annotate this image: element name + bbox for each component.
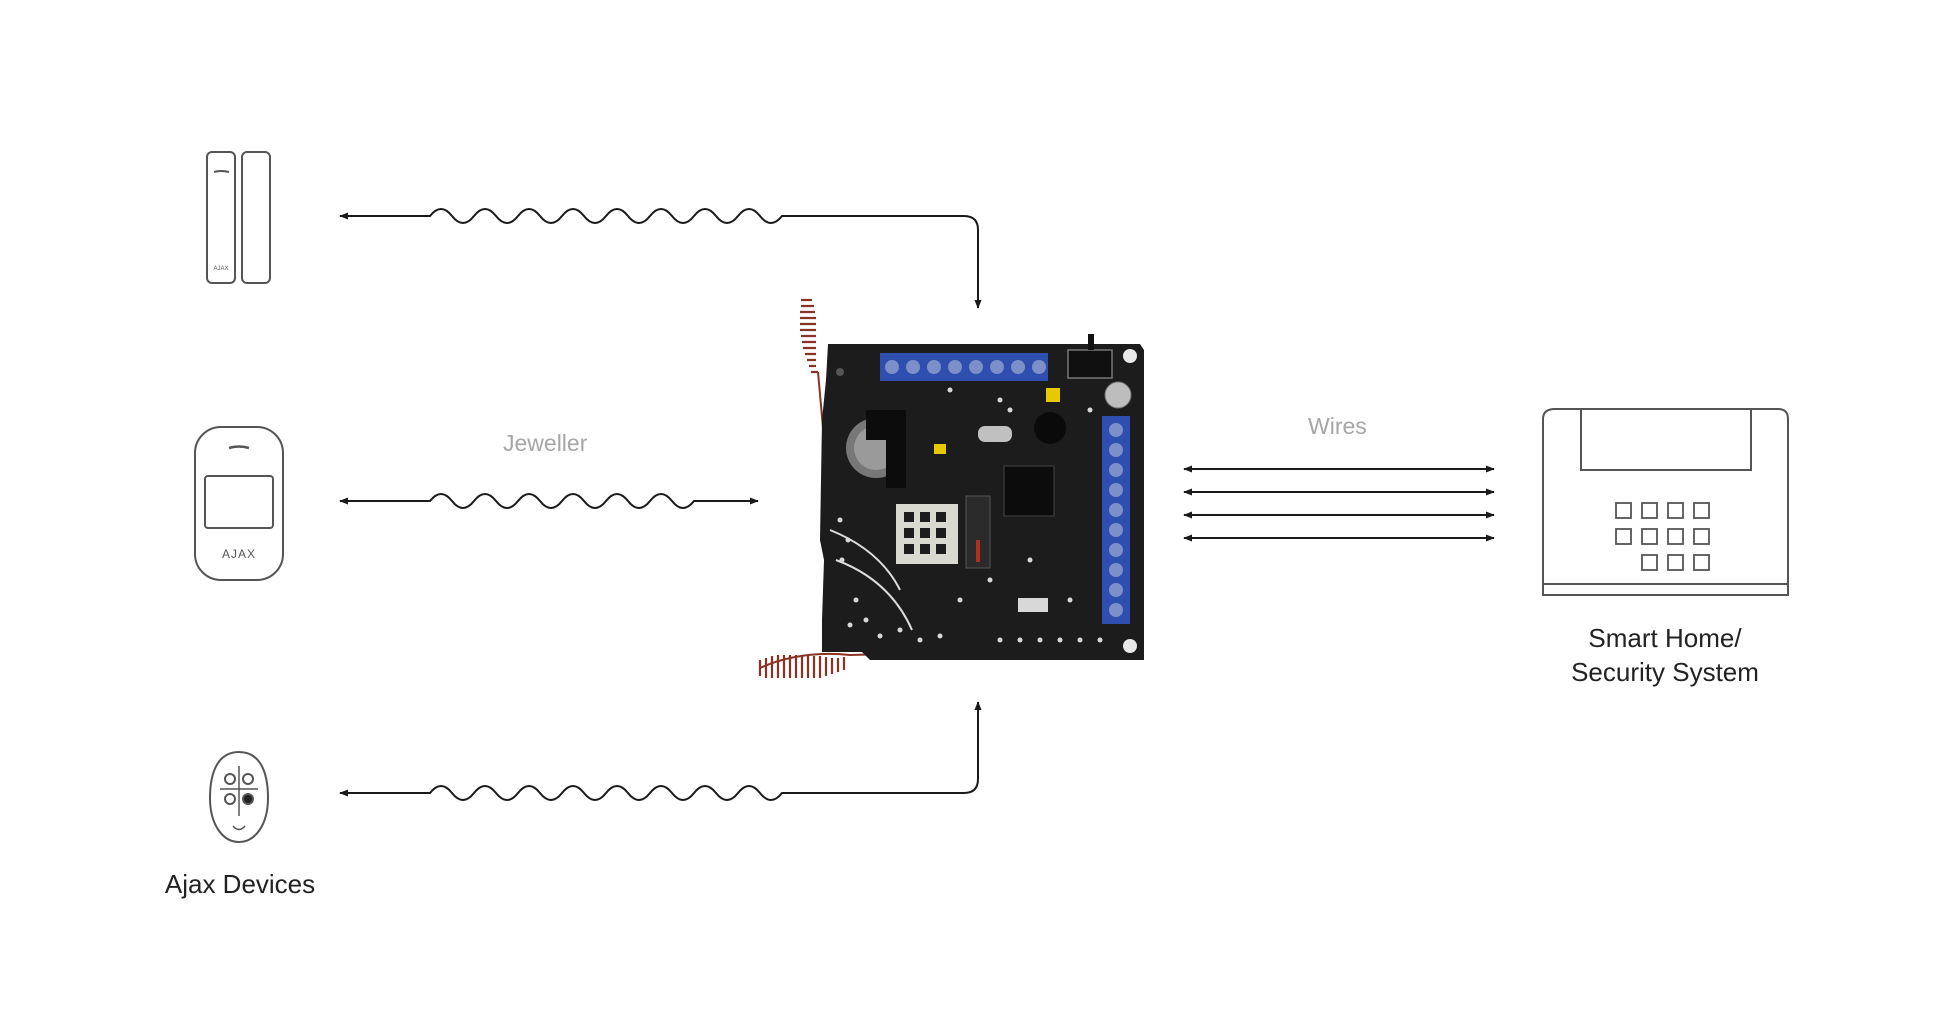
keyfob-icon [208, 750, 270, 844]
jeweller-label: Jeweller [503, 430, 588, 456]
security-panel-keypad-icon [1542, 408, 1789, 596]
antenna-top [800, 298, 818, 374]
middle-wireless-link [339, 493, 759, 509]
wires-label: Wires [1308, 413, 1367, 439]
bottom-wireless-link [339, 701, 982, 801]
smart-home-label-line2: Security System [1571, 657, 1759, 687]
ocbridge-module-board [758, 298, 1144, 678]
door-sensor-brand: AJAX [213, 266, 228, 272]
smart-home-label-line1: Smart Home/ [1588, 623, 1742, 653]
motion-detector-icon: AJAX [194, 426, 284, 581]
door-contact-sensor-icon: AJAX [206, 151, 271, 284]
antenna-bottom [758, 655, 846, 678]
wired-links [1183, 465, 1495, 542]
motion-sensor-brand: AJAX [222, 547, 256, 561]
top-wireless-link [339, 208, 982, 309]
ajax-devices-label: Ajax Devices [164, 869, 316, 899]
smart-home-label: Smart Home/ Security System [1540, 621, 1790, 689]
